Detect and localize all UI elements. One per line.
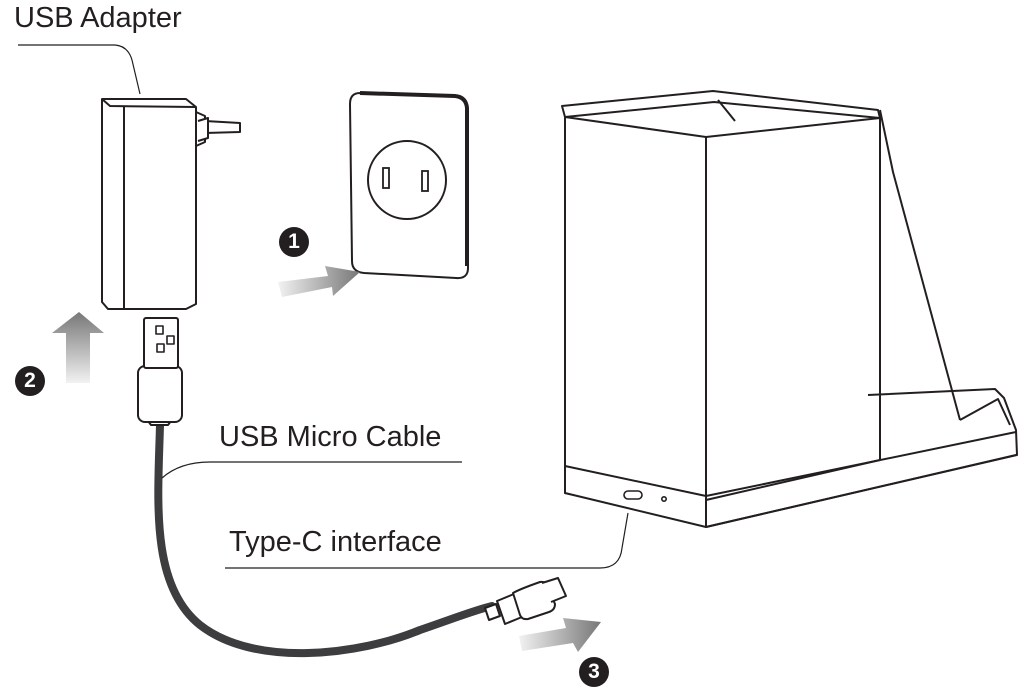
usb-micro-cable-label: USB Micro Cable: [219, 421, 442, 453]
micro-usb-plug-icon: [484, 577, 567, 625]
arrow-plug-into-socket: [278, 266, 360, 297]
usb-a-plug-icon: [137, 317, 183, 426]
type-c-interface-leader-line: [225, 512, 629, 569]
arrow-plug-into-adapter: [52, 312, 104, 383]
type-c-port-icon: [623, 490, 667, 502]
usb-adapter-leader-line: [18, 44, 141, 95]
usb-micro-cable: [154, 421, 496, 657]
step-1-badge: 1: [279, 227, 309, 257]
wall-socket-icon: [348, 91, 470, 280]
charging-stand-icon: [561, 90, 1018, 528]
usb-adapter-label: USB Adapter: [14, 2, 182, 34]
type-c-interface-label: Type-C interface: [229, 526, 442, 558]
step-2-badge: 2: [15, 366, 45, 396]
usb-adapter-icon: [101, 98, 241, 310]
arrow-plug-into-stand: [519, 618, 601, 652]
step-3-badge: 3: [579, 657, 609, 687]
usb-micro-cable-leader-line: [161, 461, 462, 479]
